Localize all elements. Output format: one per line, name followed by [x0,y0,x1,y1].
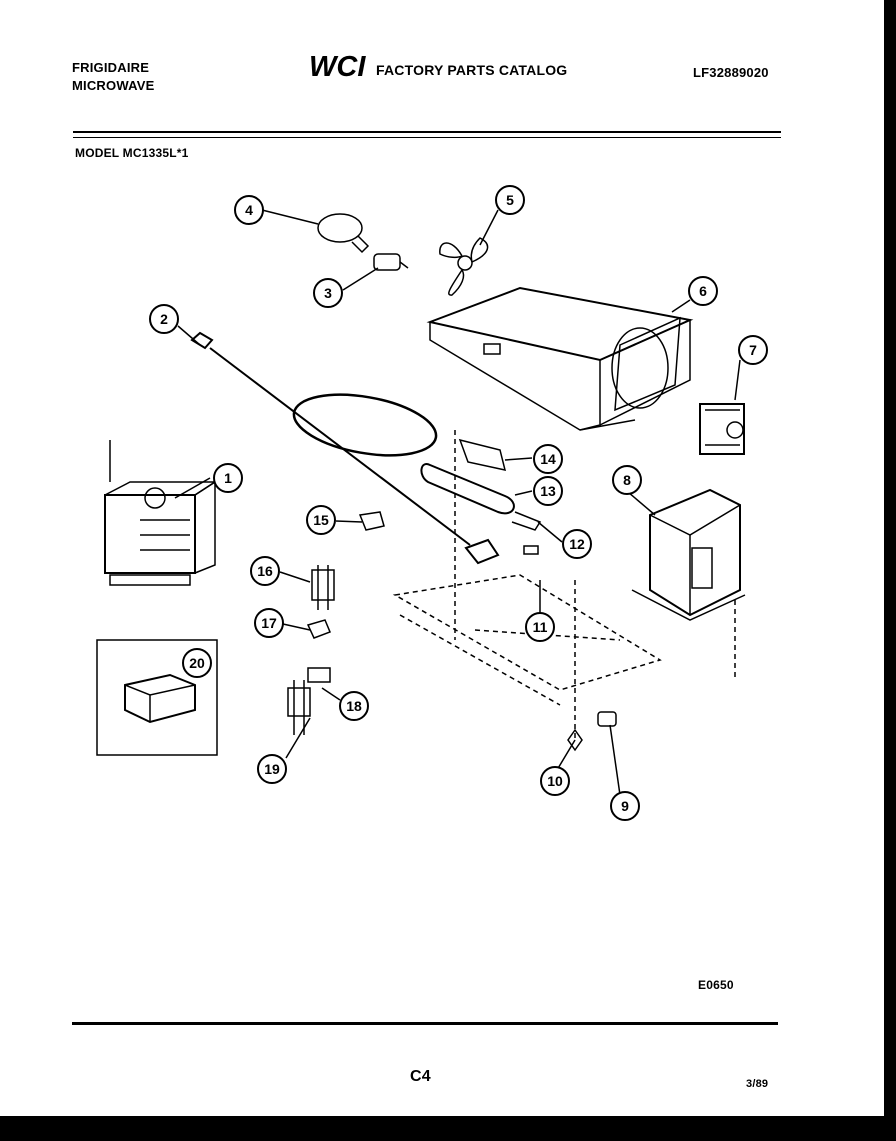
model-number: MODEL MC1335L*1 [75,146,189,160]
magnetron-part [104,440,218,586]
leader-4 [261,209,319,225]
callout-label-7: 7 [749,342,757,358]
callout-18: 18 [339,691,369,721]
callout-label-17: 17 [261,615,277,631]
fan-blade-part [439,237,489,296]
leader-19 [285,717,311,759]
leader-7 [734,359,741,401]
callout-5: 5 [495,185,525,215]
callout-8: 8 [612,465,642,495]
leader-12 [537,521,563,543]
callout-label-12: 12 [569,536,585,552]
wci-logo-text: WCI [309,51,366,80]
base-plate-outline [392,430,736,740]
callout-label-9: 9 [621,798,629,814]
leader-10 [556,739,576,771]
catalog-number: LF32889020 [693,65,769,80]
callout-4: 4 [234,195,264,225]
catalog-title: FACTORY PARTS CATALOG [376,62,568,78]
control-panel-part [96,639,218,756]
switch-part-17 [306,619,331,639]
leader-18 [321,687,341,701]
latch-part-15 [358,511,385,531]
callout-9: 9 [610,791,640,821]
callout-17: 17 [254,608,284,638]
fuse-part-12 [523,545,539,555]
callout-label-5: 5 [506,192,514,208]
product-type: MICROWAVE [72,78,155,93]
callout-20: 20 [182,648,212,678]
leader-13 [514,490,533,496]
leader-9 [609,724,621,796]
callout-15: 15 [306,505,336,535]
callout-3: 3 [313,278,343,308]
callout-11: 11 [525,612,555,642]
page-number: C4 [410,1068,431,1085]
callout-2: 2 [149,304,179,334]
callout-label-16: 16 [257,563,273,579]
scan-border-bottom [0,1116,896,1141]
callout-label-6: 6 [699,283,707,299]
callout-19: 19 [257,754,287,784]
callout-label-19: 19 [264,761,280,777]
callout-6: 6 [688,276,718,306]
leader-17 [282,623,311,631]
callout-label-1: 1 [224,470,232,486]
brand-name: FRIGIDAIRE [72,60,150,75]
clip-part-9 [597,711,617,727]
callout-label-13: 13 [540,483,556,499]
diagram-code: E0650 [698,978,734,992]
header-rule [73,131,781,133]
switch-part-19 [287,680,311,735]
leader-6 [671,299,691,313]
callout-12: 12 [562,529,592,559]
callout-label-20: 20 [189,655,205,671]
callout-14: 14 [533,444,563,474]
callout-10: 10 [540,766,570,796]
wci-logo: WCI [309,51,366,80]
callout-16: 16 [250,556,280,586]
light-bulb-part [317,213,370,254]
callout-label-10: 10 [547,773,563,789]
leader-15 [335,520,363,523]
switch-part-11 [464,538,500,565]
timer-motor-part [699,403,745,455]
power-cord-part [190,331,471,546]
leader-8 [627,491,656,516]
callout-label-14: 14 [540,451,556,467]
leader-3 [342,267,379,291]
footer-rule [72,1022,778,1025]
callout-label-4: 4 [245,202,253,218]
callout-label-15: 15 [313,512,329,528]
callout-label-2: 2 [160,311,168,327]
callout-1: 1 [213,463,243,493]
switch-part-18 [307,667,331,683]
lamp-socket-part [373,253,409,271]
capacitor-part [420,438,542,531]
callout-13: 13 [533,476,563,506]
scan-border-right [884,0,896,1141]
callout-label-18: 18 [346,698,362,714]
switch-part-16 [311,565,335,610]
fan-bracket-part [426,286,694,431]
exploded-parts-diagram: 1 2 3 4 5 6 7 8 9 10 11 12 13 14 15 16 1… [96,185,768,821]
screw-part-10 [567,728,583,752]
leader-16 [279,571,311,583]
print-date: 3/89 [746,1078,769,1090]
header-rule-thin [73,137,781,138]
transformer-part [631,488,746,621]
callout-7: 7 [738,335,768,365]
leader-14 [504,457,533,461]
callout-label-11: 11 [533,619,548,635]
callout-label-8: 8 [623,472,631,488]
callout-label-3: 3 [324,285,332,301]
